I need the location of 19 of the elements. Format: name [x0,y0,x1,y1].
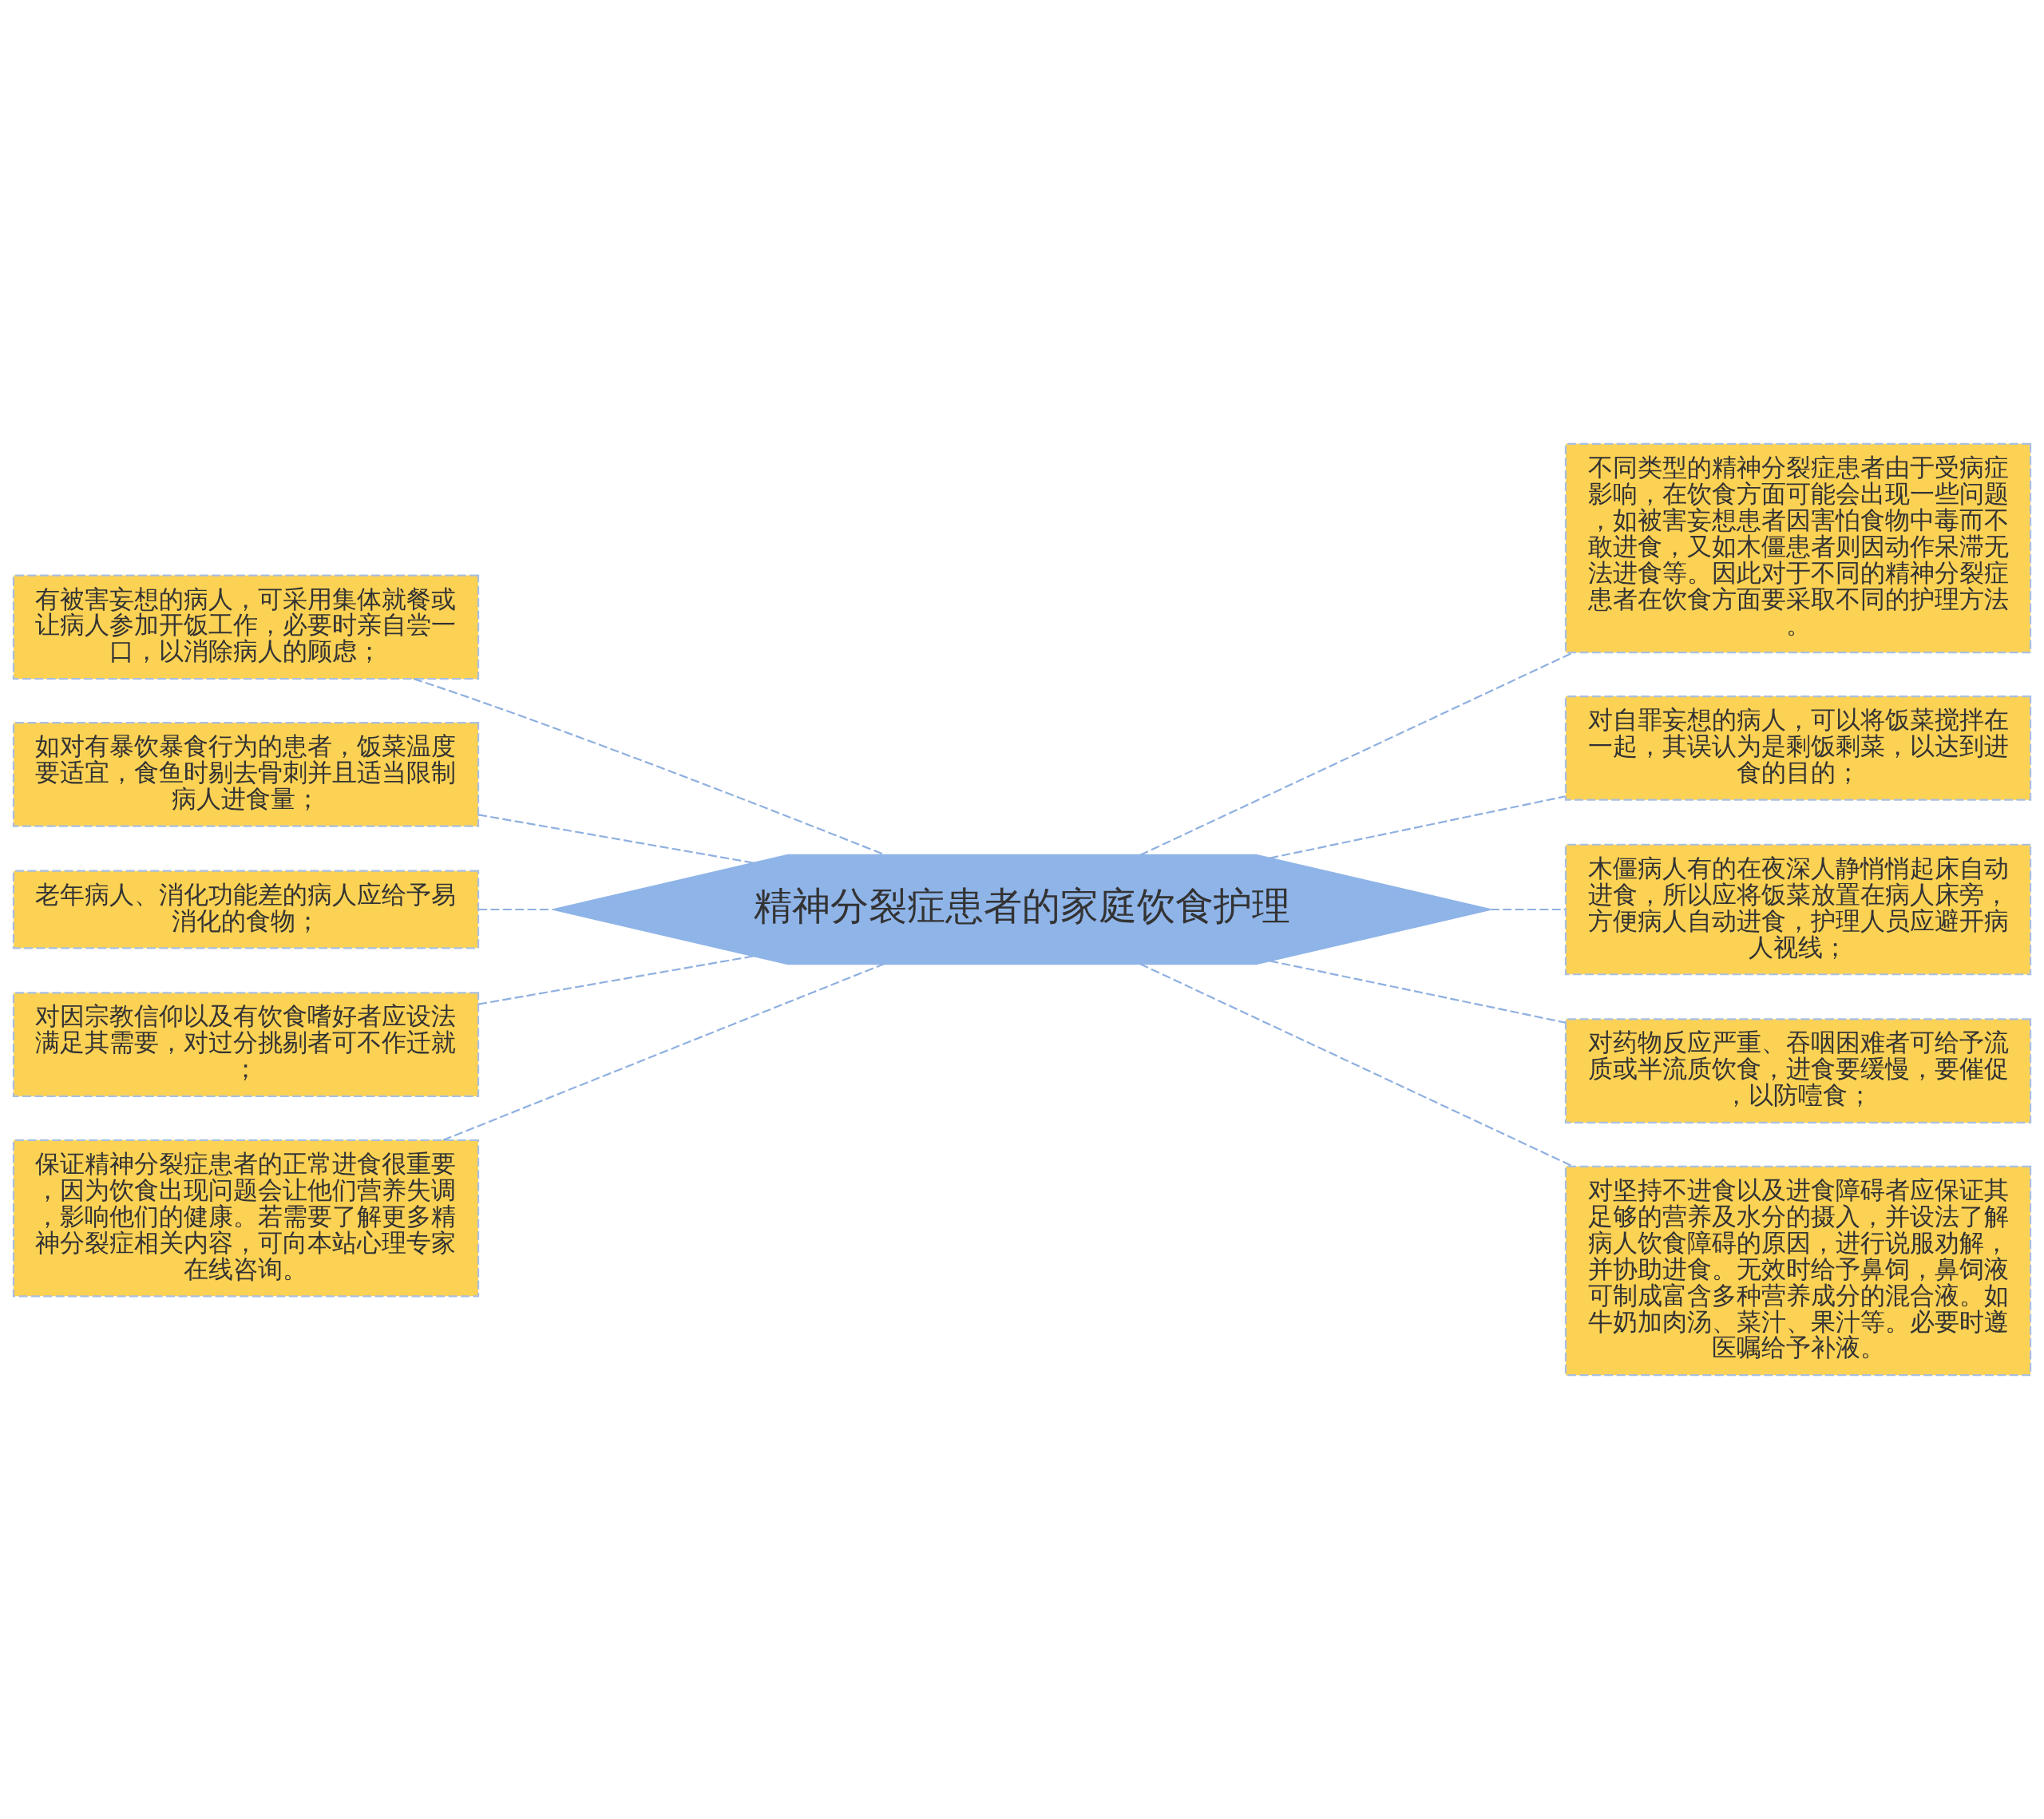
node-box: 保证精神分裂症患者的正常进食很重要，因为饮食出现问题会让他们营养失调，影响他们的健康。若需要了解更多精神分裂症相关内容，可向本站心理专家在线咨询。 [12,1139,480,1298]
connector [478,955,754,1005]
node-box: 对自罪妄想的病人，可以将饭菜搅拌在一起，其误认为是剩饭剩菜，以达到进食的目的； [1564,696,2032,801]
node-box: 对坚持不进食以及进食障碍者应保证其足够的营养及水分的摄入，并设法了解病人饮食障碍的原因，进行说服劝解，并协助进食。无效时给予鼻饲，鼻饲液可制成富含多种营养成分的混合液。如牛奶加肉汤、菜汁、果汁等。必要时遵医嘱给予补液。 [1564,1165,2032,1377]
connector [1270,795,1567,859]
node-box: 如对有暴饮暴食行为的患者，饭菜温度要适宜，食鱼时剔去骨刺并且适当限制病人进食量； [12,721,480,827]
node-box: 木僵病人有的在夜深人静悄悄起床自动进食，所以应将饭菜放置在病人床旁，方便病人自动进食，护理人员应避开病人视线； [1564,843,2032,976]
connector [1490,908,1566,911]
connector [442,963,885,1141]
connector [478,908,554,911]
connector [478,814,754,864]
connector [1139,652,1574,856]
node-box: 有被害妄想的病人，可采用集体就餐或让病人参加开饭工作，必要时亲自尝一口，以消除病人的顾虑； [12,574,480,680]
node-box: 老年病人、消化功能差的病人应给予易消化的食物； [12,870,480,949]
connector [1270,960,1567,1024]
node-box: 对药物反应严重、吞咽困难者可给予流质或半流质饮食，进食要缓慢，要催促，以防噎食； [1564,1018,2032,1124]
connector [1139,963,1574,1167]
node-box: 不同类型的精神分裂症患者由于受病症影响，在饮食方面可能会出现一些问题，如被害妄想患者因害怕食物中毒而不敢进食，又如木僵患者则因动作呆滞无法进食等。因此对于不同的精神分裂症患者在饮食方面要采取不同的护理方法。 [1564,442,2032,654]
node-box: 对因宗教信仰以及有饮食嗜好者应设法满足其需要，对过分挑剔者可不作迁就； [12,992,480,1098]
